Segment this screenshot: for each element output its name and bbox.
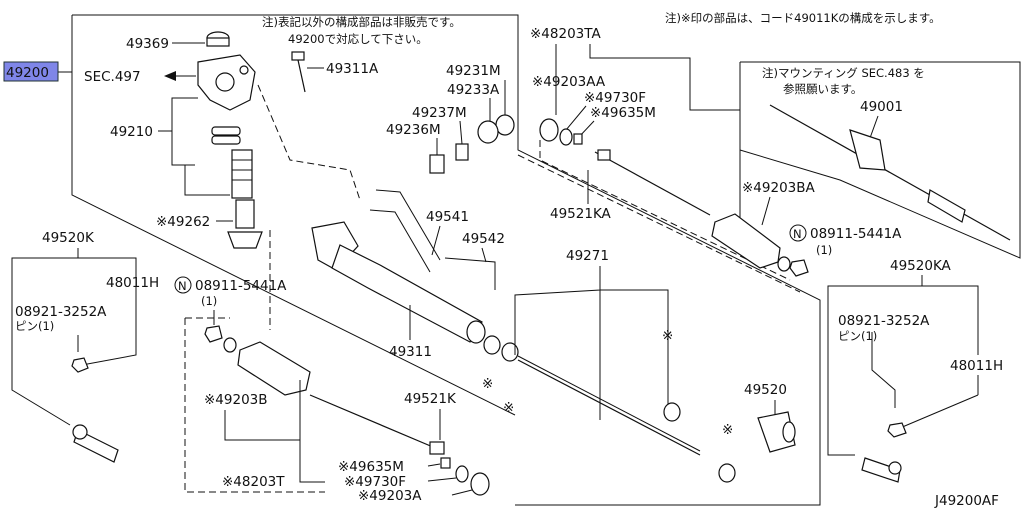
part-49203aa-clamp[interactable] (539, 118, 583, 146)
part-label-49233a[interactable]: 49233A (447, 82, 500, 98)
diagram-id: J49200AF (934, 493, 999, 509)
part-label-49262[interactable]: ※49262 (156, 214, 210, 230)
circle-n-r: N (793, 227, 802, 241)
star-mark-2: ※ (503, 400, 514, 416)
part-label-49203ba[interactable]: ※49203BA (742, 180, 816, 196)
part-08911-nut-r[interactable] (777, 256, 809, 277)
part-label-49369[interactable]: 49369 (126, 36, 169, 52)
part-label-49001[interactable]: 49001 (860, 99, 903, 115)
part-label-08921-r[interactable]: 08921-3252A (838, 313, 930, 329)
part-qty-08911-r: (1) (816, 243, 832, 257)
part-label-48011h-l[interactable]: 48011H (106, 275, 159, 291)
part-label-49521k[interactable]: 49521K (404, 391, 457, 407)
note-star-parts: 注)※印の部品は、コード49011Kの構成を示します。 (665, 11, 941, 25)
part-08911-nut-l[interactable] (204, 325, 237, 353)
part-label-48203t[interactable]: ※48203T (222, 474, 285, 490)
note-mounting-ref: 参照願います。 (783, 82, 862, 96)
part-rack-seal[interactable] (663, 402, 681, 422)
part-48011h-nut-l[interactable] (71, 357, 89, 373)
part-49521ka-tie-rod[interactable] (594, 149, 711, 216)
part-label-08921-l[interactable]: 08921-3252A (15, 304, 107, 320)
part-pin-r: ピン(1) (838, 329, 877, 343)
part-label-49635m-l[interactable]: ※49635M (338, 459, 404, 475)
part-label-49203a[interactable]: ※49203A (358, 488, 422, 504)
part-pin-l: ピン(1) (15, 319, 54, 333)
part-tie-rod-end-l[interactable] (72, 424, 119, 463)
part-49001-assembly[interactable] (769, 104, 1011, 241)
part-label-49542[interactable]: 49542 (462, 231, 505, 247)
part-label-49203aa[interactable]: ※49203AA (532, 74, 606, 90)
star-mark-1: ※ (482, 376, 493, 392)
part-49210-spool[interactable] (231, 149, 253, 199)
part-49542-tube[interactable] (444, 257, 496, 290)
part-49237m-spring[interactable] (455, 143, 469, 161)
part-49236m-bushing[interactable] (429, 154, 445, 174)
part-49521k-tie-rod[interactable] (309, 394, 445, 455)
part-label-48011h-r[interactable]: 48011H (950, 358, 1003, 374)
part-49541-tube[interactable] (369, 189, 441, 273)
circle-n-icon-r (789, 224, 807, 242)
part-label-49730f-l[interactable]: ※49730F (344, 474, 406, 490)
part-label-49541[interactable]: 49541 (426, 209, 469, 225)
part-label-08911-l[interactable]: 08911-5441A (195, 278, 287, 294)
note-not-sold: 注)表記以外の構成部品は非販売です。 (262, 15, 461, 29)
note-use-49200: 49200で対応して下さい。 (288, 32, 428, 46)
part-49520-seal[interactable] (718, 463, 736, 483)
part-49203a-clamp[interactable] (440, 457, 490, 496)
part-label-49520[interactable]: 49520 (744, 382, 787, 398)
part-label-49311[interactable]: 49311 (389, 344, 432, 360)
part-48011h-nut-r[interactable] (887, 422, 907, 438)
part-tie-rod-end-r[interactable] (861, 457, 902, 483)
circle-n-l: N (178, 279, 187, 293)
part-49210-seals[interactable] (211, 126, 241, 145)
part-label-49200[interactable]: 49200 (6, 65, 49, 81)
circle-n-icon-l (174, 276, 192, 294)
part-valve-housing[interactable] (197, 54, 256, 111)
arrow-left-icon (164, 71, 196, 81)
part-49311a-bolt[interactable] (291, 51, 306, 93)
part-label-08911-r[interactable]: 08911-5441A (810, 226, 902, 242)
part-49203b-boot[interactable] (237, 341, 311, 396)
part-label-49236m[interactable]: 49236M (386, 122, 441, 138)
star-mark-3: ※ (662, 328, 673, 344)
part-49262-pinion[interactable] (227, 199, 263, 249)
star-mark-4: ※ (722, 422, 733, 438)
part-label-49237m[interactable]: 49237M (412, 105, 467, 121)
sec-497-label[interactable]: SEC.497 (84, 69, 141, 85)
part-49200-highlight[interactable] (3, 61, 59, 82)
part-label-48203ta[interactable]: ※48203TA (530, 26, 601, 42)
part-label-49520k[interactable]: 49520K (42, 230, 95, 246)
part-label-49730f-r[interactable]: ※49730F (584, 90, 646, 106)
frame-lines (58, 14, 821, 506)
part-seal-pair[interactable] (483, 335, 519, 362)
part-qty-08911-l: (1) (201, 294, 217, 308)
part-49311-housing[interactable] (311, 221, 486, 344)
note-mounting: 注)マウンティング SEC.483 を (762, 66, 925, 80)
part-label-49210[interactable]: 49210 (110, 124, 153, 140)
part-49203ba-boot[interactable] (711, 213, 781, 269)
part-label-49271[interactable]: 49271 (566, 248, 609, 264)
part-49271-rack[interactable] (517, 355, 701, 456)
part-label-49635m-r[interactable]: ※49635M (590, 105, 656, 121)
part-label-49520ka[interactable]: 49520KA (890, 258, 952, 274)
part-49233a[interactable] (477, 120, 499, 144)
part-49520-bush[interactable] (757, 411, 796, 453)
part-49369[interactable] (206, 31, 230, 47)
part-label-49311a[interactable]: 49311A (326, 61, 379, 77)
part-label-49521ka[interactable]: 49521KA (550, 206, 612, 222)
part-label-49231m[interactable]: 49231M (446, 63, 501, 79)
part-49231m[interactable] (495, 114, 515, 136)
part-label-49203b[interactable]: ※49203B (204, 392, 268, 408)
